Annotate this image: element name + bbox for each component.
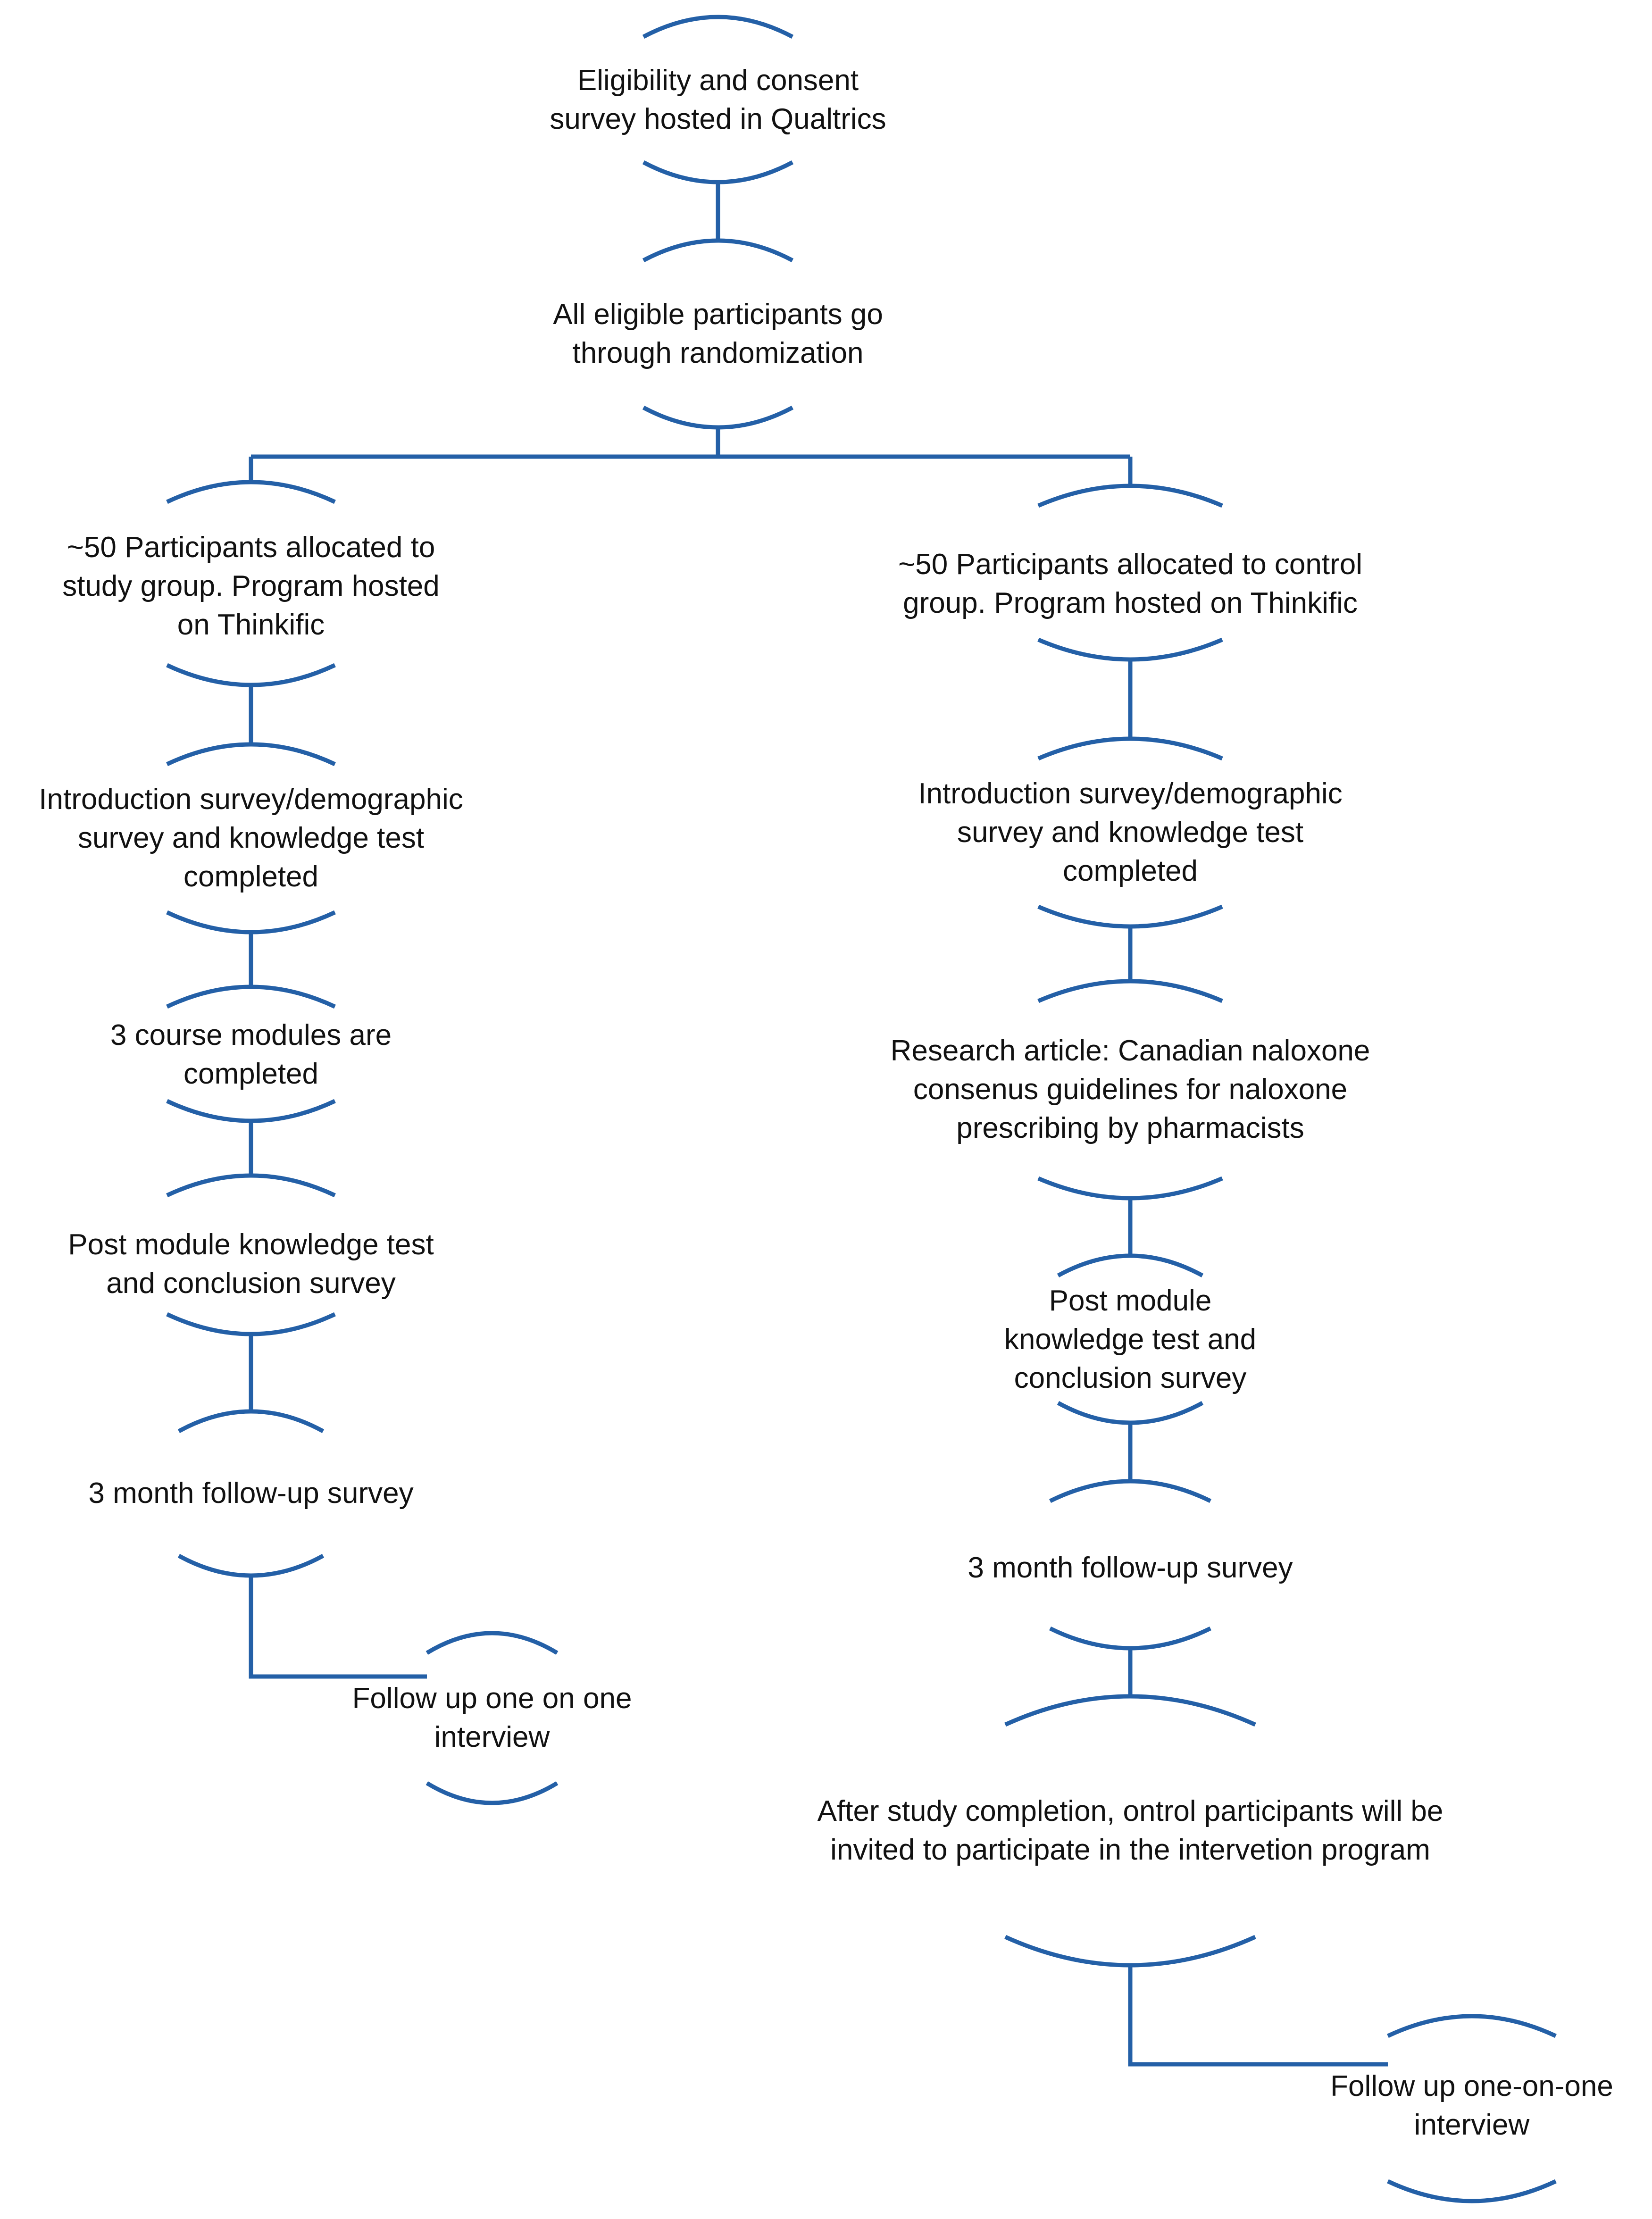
node-eligibility: Eligibility and consent survey hosted in …: [550, 61, 886, 139]
node-bottom-bracket: [1004, 1935, 1256, 1968]
node-text-line: consenus guidelines for naloxone: [913, 1073, 1348, 1106]
node-control-intro: Introduction survey/demographic survey an…: [918, 775, 1342, 891]
node-study-followup: 3 month follow-up survey: [88, 1474, 413, 1513]
node-control-group: ~50 Participants allocated to control gro…: [898, 545, 1362, 623]
node-study-modules: 3 course modules are completed: [110, 1016, 392, 1093]
node-top-bracket: [642, 238, 794, 262]
node-top-bracket: [1004, 1694, 1256, 1727]
node-bottom-bracket: [642, 160, 794, 184]
node-top-bracket: [166, 742, 336, 767]
node-text-line: Follow up one-on-one: [1330, 2070, 1613, 2102]
node-control-article: Research article: Canadian naloxone conse…: [891, 1032, 1370, 1148]
connector-line: [249, 427, 1133, 486]
node-text-line: Research article: Canadian naloxone: [890, 1034, 1370, 1067]
node-text-line: All eligible participants go: [553, 298, 883, 331]
node-study-group: ~50 Participants allocated to study group…: [62, 528, 440, 644]
node-bottom-bracket: [1057, 1401, 1204, 1425]
node-text-line: interview: [1414, 2109, 1530, 2141]
node-text-line: completed: [183, 860, 319, 893]
node-text-line: knowledge test and: [1004, 1323, 1257, 1356]
node-text-line: Post module: [1049, 1285, 1212, 1317]
node-text-line: Introduction survey/demographic: [39, 783, 463, 816]
node-text-line: study group. Program hosted: [62, 570, 440, 602]
node-control-invite: After study completion, ontrol participa…: [818, 1792, 1443, 1869]
node-bottom-bracket: [1037, 637, 1223, 662]
node-bottom-bracket: [166, 663, 336, 687]
node-text-line: After study completion, ontrol participa…: [817, 1795, 1443, 1827]
node-text-line: ~50 Participants allocated to control: [898, 548, 1362, 581]
node-bottom-bracket: [166, 1312, 336, 1336]
node-top-bracket: [166, 1173, 336, 1198]
node-control-post: Post module knowledge test and conclusion …: [1004, 1282, 1256, 1398]
node-bottom-bracket: [1049, 1626, 1211, 1651]
node-text-line: invited to participate in the intervetio…: [830, 1834, 1430, 1866]
node-randomization: All eligible participants go through rand…: [553, 295, 883, 373]
node-top-bracket: [426, 1631, 559, 1655]
node-text-line: through randomization: [572, 337, 864, 369]
node-bottom-bracket: [1387, 2179, 1557, 2203]
node-top-bracket: [1037, 736, 1223, 761]
node-text-line: 3 month follow-up survey: [88, 1477, 414, 1510]
node-text-line: on Thinkific: [177, 609, 325, 641]
node-study-intro: Introduction survey/demographic survey an…: [39, 780, 463, 896]
node-text-line: survey hosted in Qualtrics: [550, 103, 886, 135]
node-top-bracket: [166, 480, 336, 504]
node-text-line: ~50 Participants allocated to: [67, 531, 435, 564]
node-text-line: Introduction survey/demographic: [918, 777, 1343, 810]
node-text-line: Post module knowledge test: [68, 1228, 434, 1261]
node-bottom-bracket: [426, 1781, 559, 1805]
node-text-line: survey and knowledge test: [77, 822, 425, 854]
node-text-line: prescribing by pharmacists: [956, 1112, 1304, 1144]
node-top-bracket: [642, 15, 794, 39]
node-bottom-bracket: [642, 406, 794, 430]
node-text-line: group. Program hosted on Thinkific: [903, 587, 1358, 619]
node-top-bracket: [1049, 1479, 1211, 1503]
node-text-line: completed: [183, 1058, 319, 1090]
node-top-bracket: [166, 984, 336, 1009]
node-bottom-bracket: [166, 1099, 336, 1123]
node-bottom-bracket: [166, 910, 336, 934]
node-top-bracket: [177, 1409, 325, 1433]
node-text-line: Follow up one on one: [352, 1682, 632, 1715]
node-bottom-bracket: [1037, 1176, 1223, 1201]
node-text-line: interview: [434, 1721, 550, 1753]
node-text-line: completed: [1062, 855, 1198, 887]
node-text-line: 3 month follow-up survey: [968, 1552, 1293, 1584]
node-study-post: Post module knowledge test and conclusion…: [68, 1226, 434, 1303]
node-study-interview: Follow up one on one interview: [352, 1679, 632, 1757]
node-bottom-bracket: [1037, 904, 1223, 929]
node-control-interview: Follow up one-on-one interview: [1330, 2067, 1613, 2144]
connector-line: [1128, 1965, 1388, 2067]
node-bottom-bracket: [177, 1554, 325, 1578]
node-text-line: conclusion survey: [1014, 1362, 1247, 1394]
node-top-bracket: [1057, 1253, 1204, 1277]
node-top-bracket: [1037, 979, 1223, 1003]
node-text-line: 3 course modules are: [110, 1019, 392, 1051]
node-text-line: and conclusion survey: [106, 1267, 396, 1300]
node-top-bracket: [1037, 484, 1223, 508]
node-text-line: Eligibility and consent: [577, 64, 859, 97]
node-top-bracket: [1387, 2014, 1557, 2038]
node-control-followup: 3 month follow-up survey: [968, 1549, 1293, 1587]
connector-line: [249, 1576, 427, 1679]
node-text-line: survey and knowledge test: [957, 816, 1304, 849]
